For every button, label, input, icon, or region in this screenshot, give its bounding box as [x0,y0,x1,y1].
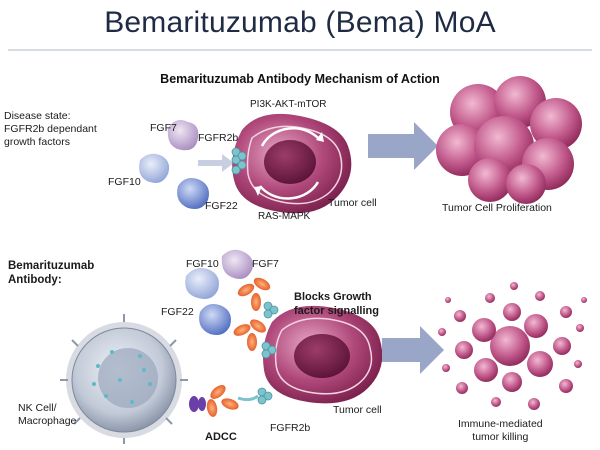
antibody-adcc [206,385,239,417]
fgf7-ligand-top [167,120,199,151]
fgf10-ligand-bottom [185,268,219,299]
fgfr2b-receptor-bottom [257,301,279,405]
tumor-proliferation-label: Tumor Cell Proliferation [442,202,552,214]
fgfr2b-receptor-top [231,147,247,175]
tumor-cell-top [232,113,352,214]
fgfr2b-label-top: FGFR2b [198,132,239,144]
fgf7-label-bottom: FGF7 [252,258,279,270]
killing-arrow-icon [382,326,444,374]
tumor-cell-bottom [263,305,383,404]
fgf7-label-top: FGF7 [150,122,177,134]
antibody-blocking-2 [233,319,266,351]
diagram-subtitle: Bemarituzumab Antibody Mechanism of Acti… [160,72,440,86]
tumor-killing-fragments [438,282,587,410]
fgf10-label-top: FGF10 [108,176,141,188]
antibody-blocking-1 [237,277,271,311]
pathway-ras-label: RAS-MAPK [258,211,311,222]
fgf22-ligand-bottom [199,304,231,335]
proliferation-arrow-icon [368,122,438,170]
bema-antibody-label: Bemarituzumab Antibody: [8,260,95,286]
fc-receptor-icon [189,396,206,412]
tumor-proliferation-mass [436,76,582,204]
fgf22-ligand-top [177,178,209,209]
immune-killing-label: Immune-mediated tumor killing [458,418,543,443]
fgf10-ligand-top [139,153,170,183]
fgf22-label-top: FGF22 [205,200,238,212]
fgf22-label-bottom: FGF22 [161,306,194,318]
nk-cell-macrophage [60,314,188,444]
binding-arrow-icon [198,154,234,172]
fgf7-ligand-bottom [221,249,253,279]
fgf10-label-bottom: FGF10 [186,258,219,270]
adcc-label: ADCC [205,431,237,443]
pathway-arrow-lower-icon [259,181,320,200]
fgfr2b-label-bottom: FGFR2b [270,422,311,434]
title-divider [8,49,592,51]
blocks-signalling-label: Blocks Growth factor signalling [294,291,379,317]
tumor-cell-label-top: Tumor cell [328,197,377,209]
nk-cell-label: NK Cell/ Macrophage [18,402,77,427]
pathway-arrow-upper-icon [260,127,321,147]
pathway-pi3k-label: PI3K-AKT-mTOR [250,99,327,110]
tumor-cell-label-bottom: Tumor cell [333,404,382,416]
disease-state-label: Disease state: FGFR2b dependant growth f… [4,110,97,148]
page-title: Bemarituzumab (Bema) MoA [104,6,496,39]
